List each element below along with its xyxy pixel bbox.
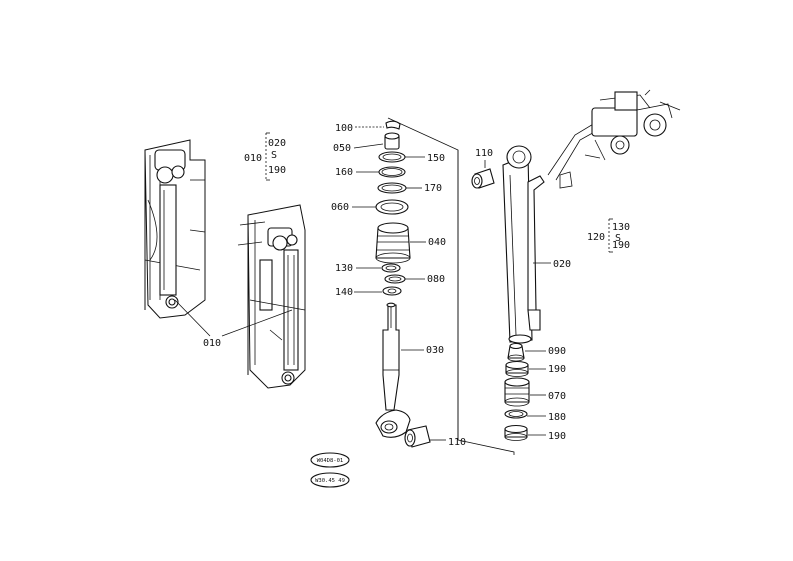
part-060-cap: 060: [331, 199, 409, 215]
part-070-piston: 070: [504, 377, 566, 407]
label-110-top: 110: [475, 148, 493, 159]
label-030: 030: [426, 345, 444, 356]
machine-overview-image: [547, 89, 681, 189]
loader-frame-right: [237, 204, 306, 389]
label-160: 160: [335, 167, 353, 178]
label-090: 090: [548, 346, 566, 357]
loader-frame-left: [144, 139, 206, 319]
label-020-range: 020: [268, 138, 286, 149]
label-110-bottom: 110: [448, 437, 466, 448]
label-130-range: 130: [612, 222, 630, 233]
group-boundary-line-right: [457, 439, 515, 455]
part-130-ring: 130: [335, 263, 401, 274]
label-060: 060: [331, 202, 349, 213]
part-110-bushing-bottom: 110: [404, 425, 466, 448]
label-080: 080: [427, 274, 445, 285]
part-100-clip: 100: [335, 120, 401, 134]
part-190-ring-b: 190: [504, 424, 566, 442]
reference-stamp-bottom: W30.45 49: [310, 472, 350, 488]
reference-stamp-top: W04D8-01: [310, 452, 350, 468]
part-140-nut: 140: [335, 286, 402, 298]
part-040-gland: 040: [375, 222, 446, 264]
label-190-range-2: 190: [612, 240, 630, 251]
part-080-ring: 080: [384, 274, 445, 285]
label-170: 170: [424, 183, 442, 194]
part-150-ring: 150: [378, 151, 445, 164]
part-110-bushing-top: 110: [471, 148, 495, 189]
part-170-ring: 170: [377, 182, 442, 194]
label-130: 130: [335, 263, 353, 274]
part-160-ring: 160: [335, 166, 406, 178]
label-150: 150: [427, 153, 445, 164]
callout-010-bottom: 010: [174, 299, 293, 349]
label-070: 070: [548, 391, 566, 402]
label-020: 020: [553, 259, 571, 270]
label-190-a: 190: [548, 364, 566, 375]
label-100: 100: [335, 123, 353, 134]
part-180-ring: 180: [504, 409, 566, 423]
label-190-range: 190: [268, 165, 286, 176]
part-020-cylinder-tube: 020: [502, 145, 571, 344]
label-050: 050: [333, 143, 351, 154]
range-symbol: S: [271, 150, 277, 161]
part-050-bushing: 050: [333, 132, 400, 154]
part-190-ring-a: 190: [505, 360, 566, 377]
part-090-cushion: 090: [507, 342, 566, 362]
stamp-top-text: W04D8-01: [317, 458, 344, 464]
label-180: 180: [548, 412, 566, 423]
label-140: 140: [335, 287, 353, 298]
part-030-rod: 030: [375, 302, 444, 438]
callout-120-group: 120 130 S 190: [587, 218, 630, 253]
callout-010-group: 010 020 S 190: [244, 132, 286, 181]
stamp-bottom-text: W30.45 49: [315, 478, 345, 484]
label-190-b: 190: [548, 431, 566, 442]
label-010: 010: [244, 153, 262, 164]
label-040: 040: [428, 237, 446, 248]
range-symbol-2: S: [615, 233, 621, 244]
label-010-bottom: 010: [203, 338, 221, 349]
label-120: 120: [587, 232, 605, 243]
